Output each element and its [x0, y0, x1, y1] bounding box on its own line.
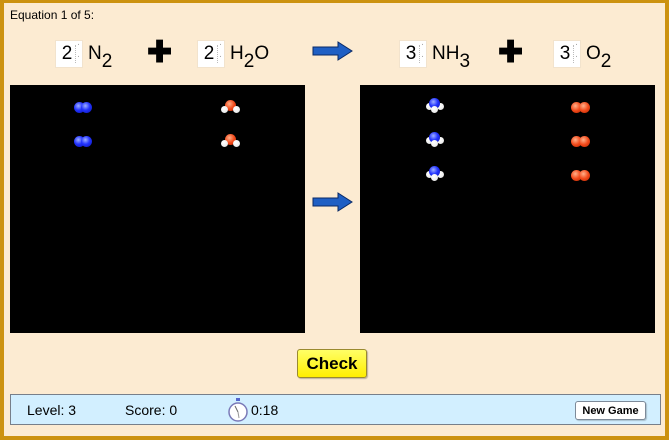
- coefficient-value: 2: [203, 43, 215, 64]
- reactant-h2o-term: 2 ˙ ˙ H2O: [197, 39, 270, 72]
- product-o2-term: 3 ˙ ˙ O2: [553, 39, 612, 72]
- stepper-up-icon[interactable]: ˙: [575, 43, 578, 52]
- coefficient-stepper-o2[interactable]: 3 ˙ ˙: [553, 40, 581, 68]
- stepper-up-icon[interactable]: ˙: [421, 43, 424, 52]
- stepper-arrows[interactable]: ˙ ˙: [217, 43, 222, 64]
- stepper-up-icon[interactable]: ˙: [77, 43, 80, 52]
- status-bar: Level: 3 Score: 0 0:18 New Game: [10, 394, 661, 425]
- coefficient-value: 3: [559, 43, 571, 64]
- level-display: Level: 3: [27, 402, 77, 418]
- reactant-n2-term: 2 ˙ ˙ N2: [55, 39, 113, 72]
- check-button[interactable]: Check: [297, 349, 367, 378]
- coefficient-value: 2: [61, 43, 73, 64]
- score-display: Score: 0: [125, 402, 178, 418]
- new-game-button[interactable]: New Game: [575, 401, 646, 420]
- stepper-down-icon[interactable]: ˙: [421, 55, 424, 64]
- plus-icon: ✚: [498, 36, 524, 69]
- product-nh3-term: 3 ˙ ˙ NH3: [399, 39, 471, 72]
- reaction-arrow-icon: [312, 192, 353, 212]
- stopwatch-icon: [228, 398, 248, 422]
- stepper-arrows[interactable]: ˙ ˙: [75, 43, 80, 64]
- coefficient-value: 3: [405, 43, 417, 64]
- stepper-arrows[interactable]: ˙ ˙: [573, 43, 578, 64]
- reactants-molecule-panel: [10, 85, 305, 333]
- formula-h2o: H2O: [230, 43, 270, 72]
- formula-n2: N2: [88, 43, 113, 72]
- formula-nh3: NH3: [432, 43, 471, 72]
- formula-o2: O2: [586, 43, 612, 72]
- products-molecule-panel: [360, 85, 655, 333]
- reaction-arrow-icon: [312, 41, 353, 61]
- equation-progress-label: Equation 1 of 5:: [10, 8, 95, 22]
- coefficient-stepper-nh3[interactable]: 3 ˙ ˙: [399, 40, 427, 68]
- coefficient-stepper-n2[interactable]: 2 ˙ ˙: [55, 40, 83, 68]
- stepper-down-icon[interactable]: ˙: [77, 55, 80, 64]
- stepper-arrows[interactable]: ˙ ˙: [419, 43, 424, 64]
- coefficient-stepper-h2o[interactable]: 2 ˙ ˙: [197, 40, 225, 68]
- stepper-up-icon[interactable]: ˙: [219, 43, 222, 52]
- stepper-down-icon[interactable]: ˙: [219, 55, 222, 64]
- stepper-down-icon[interactable]: ˙: [575, 55, 578, 64]
- plus-icon: ✚: [147, 36, 173, 69]
- timer-display: 0:18: [251, 402, 279, 418]
